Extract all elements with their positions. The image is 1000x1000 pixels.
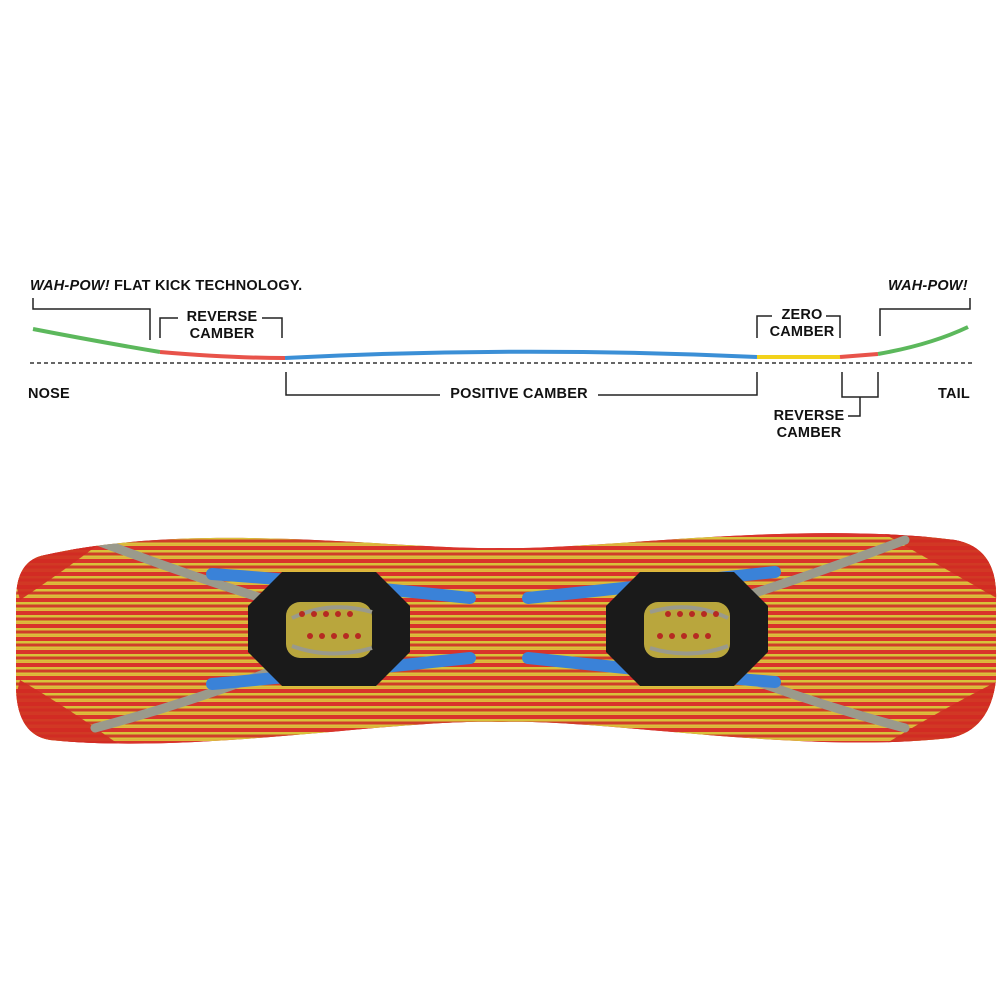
reverse-camber-tail-line2: CAMBER xyxy=(776,425,842,441)
bracket-wah-pow-right xyxy=(879,298,971,336)
bracket-zero-b xyxy=(826,315,841,338)
profile-flat-kick-tail xyxy=(877,325,969,356)
bracket-positive-a xyxy=(285,372,440,396)
wah-pow-left-text: WAH-POW! xyxy=(30,278,110,294)
reverse-camber-tail-label: REVERSE CAMBER xyxy=(768,408,850,442)
flat-kick-text: FLAT KICK TECHNOLOGY. xyxy=(113,278,303,294)
profile-reverse-camber-nose xyxy=(159,350,286,360)
bracket-reverse-right xyxy=(841,372,879,398)
bracket-zero-a xyxy=(756,315,772,338)
reverse-camber-nose-line2: CAMBER xyxy=(189,326,255,342)
snowboard xyxy=(16,533,997,744)
profile-flat-kick-nose xyxy=(32,327,161,354)
bracket-reverse-left-b xyxy=(262,317,283,338)
zero-camber-line1: ZERO xyxy=(781,307,823,323)
bracket-reverse-left-a xyxy=(159,317,178,338)
zero-camber-label: ZERO CAMBER xyxy=(762,307,842,341)
wah-pow-flat-kick-label: WAH-POW! FLAT KICK TECHNOLOGY. xyxy=(30,278,302,295)
binding-left xyxy=(248,572,410,686)
profile-reverse-camber-tail xyxy=(839,352,879,359)
profile-positive-camber xyxy=(284,349,758,360)
bracket-wah-pow-left xyxy=(32,298,151,340)
bracket-positive-b xyxy=(598,372,758,396)
wah-pow-right-label: WAH-POW! xyxy=(888,278,968,294)
bracket-reverse-right-stem xyxy=(848,397,861,417)
zero-camber-line2: CAMBER xyxy=(769,324,835,340)
reverse-camber-nose-line1: REVERSE xyxy=(186,309,258,325)
tail-label: TAIL xyxy=(938,386,970,402)
brackets xyxy=(32,298,971,417)
positive-camber-label: POSITIVE CAMBER xyxy=(450,386,588,402)
nose-label: NOSE xyxy=(28,386,70,402)
reverse-camber-nose-label: REVERSE CAMBER xyxy=(170,309,274,343)
reverse-camber-tail-line1: REVERSE xyxy=(773,408,845,424)
binding-right xyxy=(606,572,768,686)
